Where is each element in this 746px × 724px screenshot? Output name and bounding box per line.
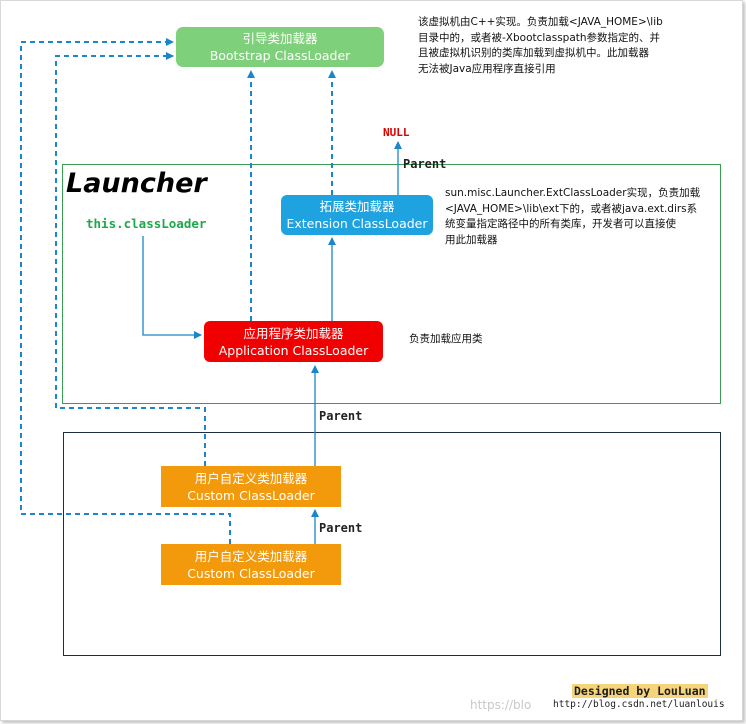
custom2-cn-label: 用户自定义类加载器 bbox=[194, 548, 308, 564]
blog-url-text: http://blog.csdn.net/luanlouis bbox=[553, 699, 725, 710]
custom-classloader-node-1: 用户自定义类加载器 Custom ClassLoader bbox=[161, 466, 341, 507]
application-cn-label: 应用程序类加载器 bbox=[243, 325, 344, 341]
bootstrap-classloader-node: 引导类加载器 Bootstrap ClassLoader bbox=[176, 27, 384, 67]
custom2-to-bootstrap-delegation-arrow bbox=[20, 38, 231, 544]
launcher-region bbox=[62, 164, 721, 404]
extension-description-line: sun.misc.Launcher.ExtClassLoader实现，负责加载 bbox=[445, 187, 701, 199]
custom-classloader-node-2: 用户自定义类加载器 Custom ClassLoader bbox=[161, 544, 341, 585]
extension-description-line: 用此加载器 bbox=[445, 233, 498, 246]
custom1-en-label: Custom ClassLoader bbox=[187, 487, 315, 503]
bootstrap-description-line: 该虚拟机由C++实现。负责加载<JAVA_HOME>\lib bbox=[418, 16, 663, 28]
this-classloader-pointer-arrow bbox=[142, 236, 202, 339]
extension-description-line: 统变量指定路径中的所有类库，开发者可以直接使 bbox=[445, 218, 676, 230]
parent-label: Parent bbox=[319, 409, 363, 423]
custom1-to-bootstrap-delegation-arrow bbox=[55, 52, 206, 466]
bootstrap-description-line: 无法被Java应用程序直接引用 bbox=[418, 62, 556, 75]
launcher-title: Launcher bbox=[66, 168, 207, 199]
bootstrap-description-line: 且被虚拟机识别的类库加载到虚拟机中。此加载器 bbox=[418, 47, 649, 59]
extension-classloader-node: 拓展类加载器 Extension ClassLoader bbox=[281, 195, 433, 235]
this-classloader-label: this.classLoader bbox=[86, 216, 207, 231]
application-description: 负责加载应用类 bbox=[409, 333, 483, 345]
designed-by-badge: Designed by LouLuan bbox=[572, 684, 708, 698]
custom2-en-label: Custom ClassLoader bbox=[187, 565, 315, 581]
bootstrap-description-line: 目录中的，或者被-Xbootclasspath参数指定的、并 bbox=[418, 31, 661, 44]
custom1-cn-label: 用户自定义类加载器 bbox=[194, 470, 308, 486]
extension-description: sun.misc.Launcher.ExtClassLoader实现，负责加载 … bbox=[445, 186, 700, 248]
application-en-label: Application ClassLoader bbox=[218, 342, 369, 358]
application-classloader-node: 应用程序类加载器 Application ClassLoader bbox=[204, 321, 383, 362]
bootstrap-cn-label: 引导类加载器 bbox=[242, 31, 318, 46]
bootstrap-description: 该虚拟机由C++实现。负责加载<JAVA_HOME>\lib 目录中的，或者被-… bbox=[418, 15, 663, 77]
extension-en-label: Extension ClassLoader bbox=[286, 216, 428, 231]
watermark-text: https://blo bbox=[470, 698, 532, 712]
extension-cn-label: 拓展类加载器 bbox=[319, 199, 395, 214]
null-label: NULL bbox=[383, 126, 410, 139]
custom-loader-region bbox=[63, 432, 721, 656]
extension-description-line: <JAVA_HOME>\lib\ext下的，或者被java.ext.dirs系 bbox=[445, 202, 698, 215]
parent-label: Parent bbox=[319, 521, 363, 535]
bootstrap-en-label: Bootstrap ClassLoader bbox=[209, 48, 351, 63]
parent-label: Parent bbox=[403, 157, 447, 171]
